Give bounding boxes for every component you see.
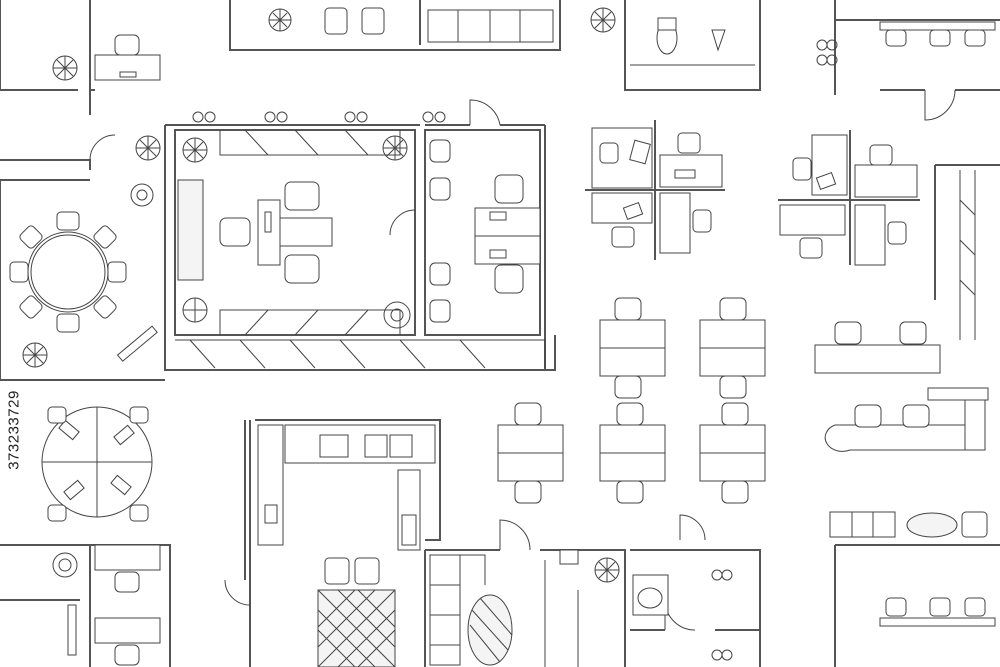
round-meeting-table — [9, 211, 158, 362]
potted-plants — [22, 7, 620, 583]
top-restroom — [630, 17, 755, 66]
doors — [89, 89, 956, 631]
desks-bottom-left — [67, 544, 161, 666]
bottom-right-lounge — [829, 511, 996, 627]
top-sofa — [324, 7, 554, 43]
side-id-label: 373233729 — [2, 330, 26, 530]
bottom-restroom — [632, 569, 733, 661]
cabinets — [175, 129, 546, 369]
desk-top-left — [94, 34, 161, 81]
top-right-chairs — [879, 21, 996, 47]
right-cabinets — [959, 170, 976, 340]
lounge — [429, 549, 579, 667]
cross-workstation-2 — [778, 130, 920, 266]
desk-pairs — [497, 297, 766, 504]
round-workstation — [41, 406, 153, 522]
kitchen — [257, 424, 436, 667]
outside-chairs — [192, 39, 838, 123]
reception — [814, 321, 989, 452]
side-id-text: 373233729 — [5, 390, 23, 470]
secretary-room — [429, 139, 541, 323]
director-desk — [177, 179, 333, 284]
cross-workstation-1 — [585, 120, 725, 260]
